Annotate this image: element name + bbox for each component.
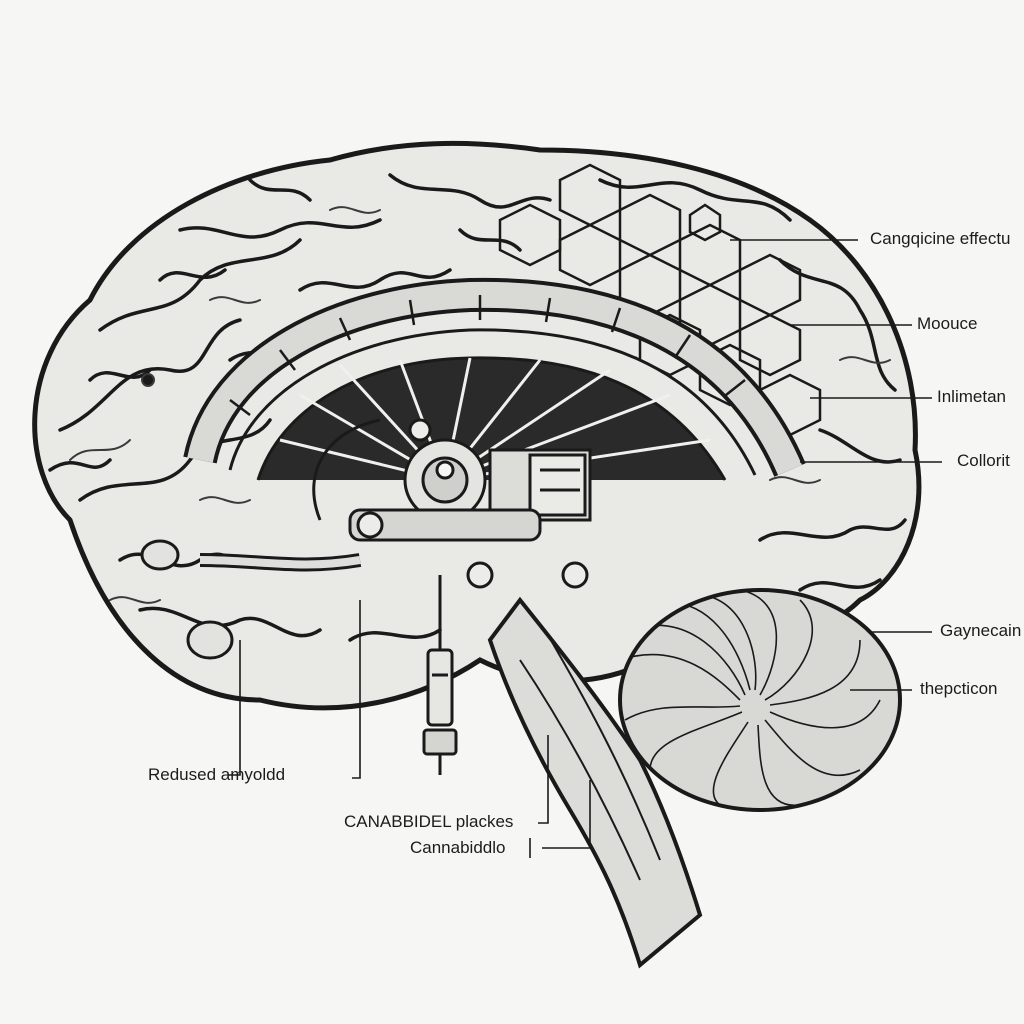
label-mouuce: Moouce: [917, 314, 978, 333]
leader-lines: [228, 239, 942, 858]
label-redused: Redused amyoldd: [148, 765, 286, 784]
mechanical-arch: [183, 277, 806, 481]
sulci-detail: [69, 206, 891, 604]
label-collorit: Collorit: [957, 451, 1010, 470]
label-cannabiddlo: Cannabiddlo: [410, 838, 506, 857]
label-cangigicine: Cangqicine effectu: [870, 229, 1011, 248]
syringe-probe: [422, 575, 458, 775]
label-gaynecain: Gaynecain: [940, 621, 1022, 640]
cerebellum: [618, 588, 902, 812]
brainstem: [487, 596, 703, 969]
label-canabbidel: CANABBIDEL plackes: [344, 812, 514, 831]
label-inlimetan: Inlimetan: [937, 387, 1006, 406]
label-thepcticon: thepcticon: [920, 679, 998, 698]
central-hub: [140, 418, 592, 660]
